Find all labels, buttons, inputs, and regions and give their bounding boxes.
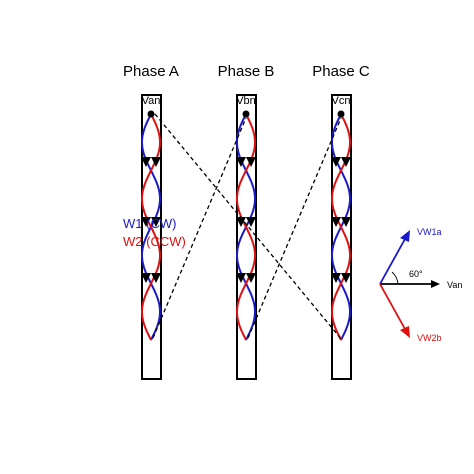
phase-a-title: Phase A [123, 63, 179, 80]
connection-a-to-c [154, 113, 343, 341]
phase-a-direction-arrow [141, 217, 151, 227]
legend-w2-label: W2 (CCW) [123, 234, 186, 249]
phasor-vw1-arrowhead [400, 230, 410, 242]
phase-b-direction-arrow [246, 217, 256, 227]
phase-b-w2-wave [235, 113, 257, 341]
terminal-vcn-label: Vcn [332, 95, 351, 107]
phasor-diagram: 60° Van VW1a VW2b [379, 227, 462, 343]
phasor-van-arrowhead [431, 280, 440, 288]
phase-a-direction-arrow [141, 273, 151, 283]
phase-c-direction-arrow [331, 217, 341, 227]
terminal-van-label: Van [142, 95, 161, 107]
phasor-vw1-label: VW1a [417, 227, 442, 237]
phasor-vw2-label: VW2b [417, 333, 442, 343]
phase-a-w2-wave [140, 113, 162, 341]
phasor-angle-arc [391, 271, 399, 285]
terminal-vbn-label: Vbn [236, 95, 256, 107]
phase-a-column [141, 94, 162, 380]
connection-a-to-b [152, 117, 247, 339]
direction-arrows [141, 157, 351, 283]
phase-c-start-dot [337, 110, 345, 118]
interconnections [152, 113, 343, 341]
phasor-van-label: Van [447, 280, 462, 290]
winding-waves [140, 113, 352, 341]
phasor-vw2-arrow [379, 283, 406, 330]
phase-c-column [331, 94, 352, 380]
phase-b-title: Phase B [218, 63, 275, 80]
phase-b-start-dot [242, 110, 250, 118]
phase-c-direction-arrow [341, 273, 351, 283]
phasor-angle-label: 60° [409, 269, 423, 279]
connection-b-to-c [247, 117, 342, 339]
phase-b-direction-arrow [236, 273, 246, 283]
phase-b-direction-arrow [246, 273, 256, 283]
phase-c-title: Phase C [312, 63, 370, 80]
phase-a-direction-arrow [151, 157, 161, 167]
phase-c-direction-arrow [331, 157, 341, 167]
phase-c-w2-wave [330, 113, 352, 341]
phase-c-direction-arrow [331, 273, 341, 283]
phase-a-direction-arrow [141, 157, 151, 167]
phase-b-direction-arrow [236, 157, 246, 167]
phase-a-start-dot [147, 110, 155, 118]
phase-b-column [236, 94, 257, 380]
phase-b-direction-arrow [236, 217, 246, 227]
phase-a-direction-arrow [151, 273, 161, 283]
phasor-vw2-arrowhead [400, 326, 410, 338]
phase-c-direction-arrow [341, 217, 351, 227]
phase-a-direction-arrow [151, 217, 161, 227]
phasor-vw1-arrow [379, 238, 406, 285]
legend-w1-label: W1 (CW) [123, 216, 176, 231]
phase-b-direction-arrow [246, 157, 256, 167]
phase-c-direction-arrow [341, 157, 351, 167]
